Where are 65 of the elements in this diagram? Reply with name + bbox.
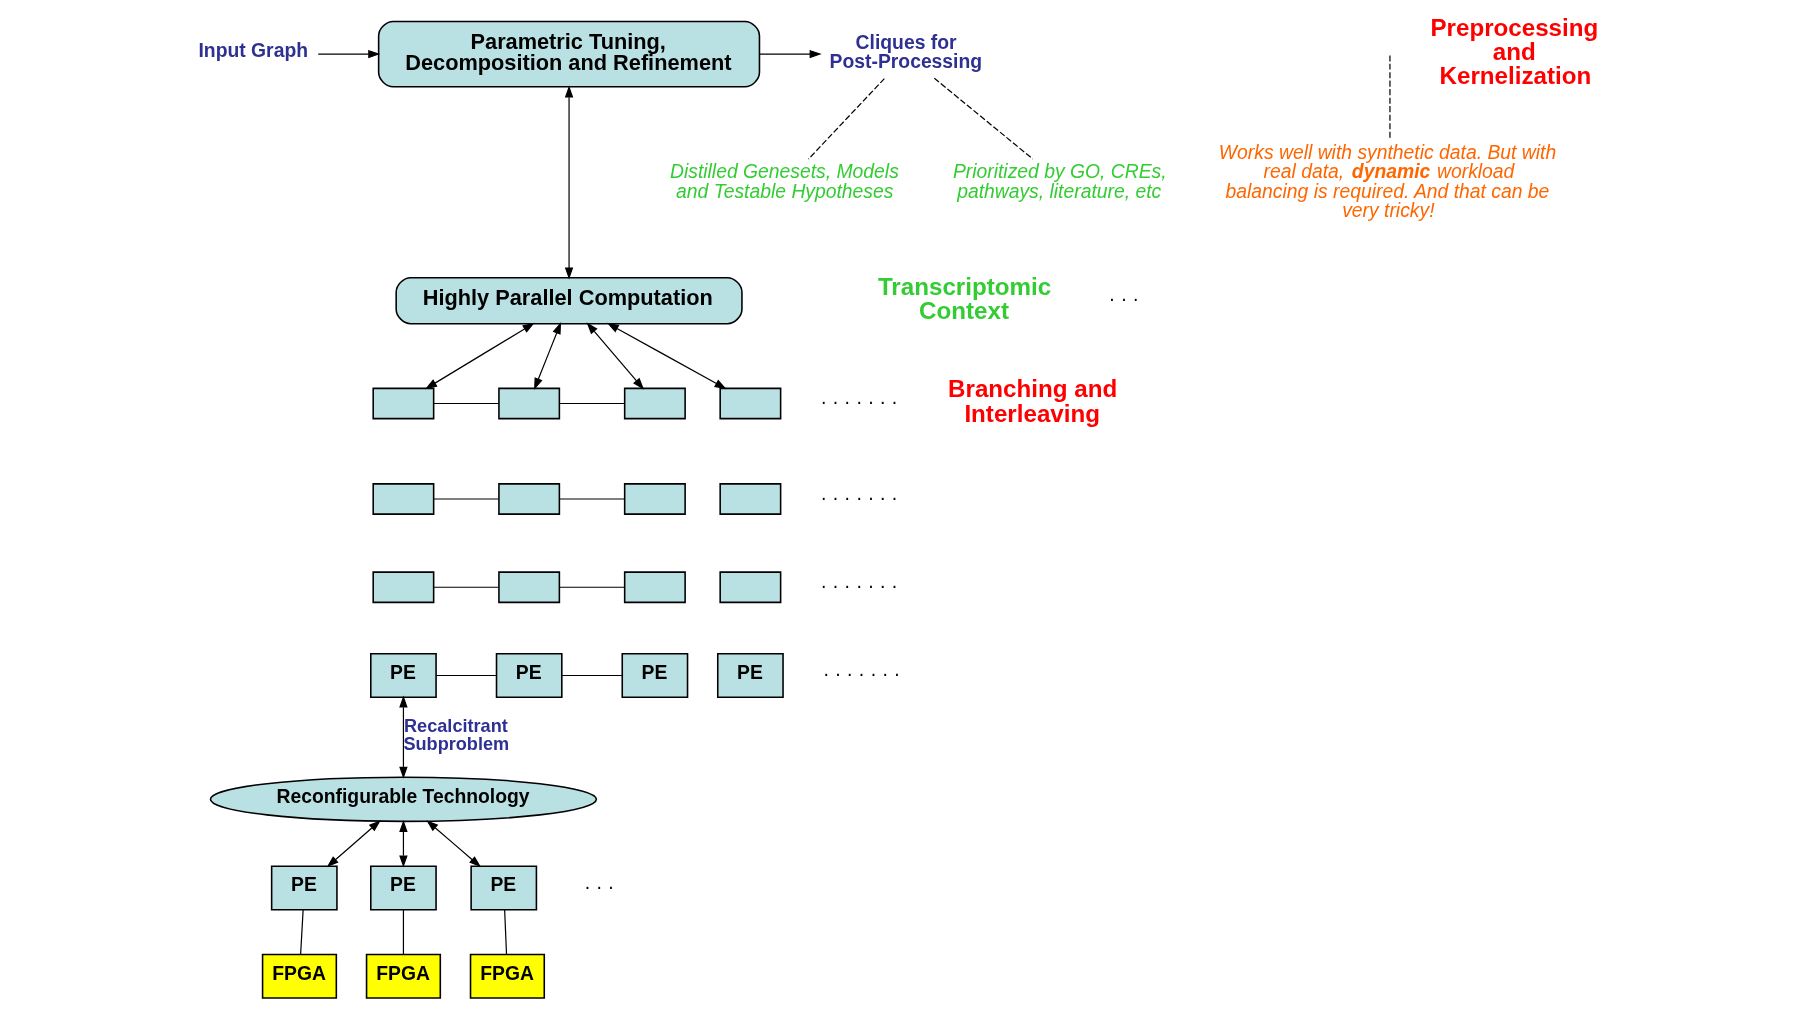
node-box: FPGA [365,953,441,999]
node-box [371,387,434,420]
arrow [425,820,481,868]
node-box: PE [716,652,784,699]
node-box: PE [270,865,338,911]
node-box: PE [469,865,537,911]
node-box [623,483,686,515]
connector [560,674,622,677]
arrow [586,322,644,390]
node-box: FPGA [469,953,545,999]
node-box [371,571,434,604]
connector [402,909,404,956]
node-box [371,483,434,515]
connector [558,402,625,405]
label: Preprocessing and Kernelization [1429,13,1598,90]
connector [503,909,507,956]
node-ellipse: Reconfigurable Technology [209,776,597,823]
connector [558,586,625,588]
node-box [623,387,686,420]
node-text: Works well with synthetic data. But with real data, dynamic workload balancing is required. And that can be very tricky! [1218,141,1556,222]
label: · · · [583,874,614,897]
node-box [497,387,560,420]
node-box: PE [620,652,688,699]
arrow [564,85,573,280]
label: · · · · · · · [820,485,898,508]
arrow [326,820,381,868]
node-box: FPGA [261,953,337,999]
label: Branching and Interleaving [947,375,1117,427]
connector [1388,54,1391,141]
node-text: Distilled Genesets, Models and Testable Hypotheses [669,160,899,202]
label: · · · · · · · [820,573,898,596]
label: · · · [1108,287,1139,310]
node-box [718,483,781,515]
connector [435,674,497,677]
arrow [398,820,408,868]
arrow [424,322,535,390]
node-text: Cliques for Post-Processing [829,31,982,73]
connector [432,402,499,405]
arrow [606,322,727,390]
node-box: PE [495,652,563,699]
node-box [497,571,560,604]
arrow [533,322,561,390]
node-box [718,387,781,420]
connector [807,77,885,160]
label: Transcriptomic Context [877,272,1051,324]
node-box: Parametric Tuning, Decomposition and Refinement [377,20,760,88]
edge-label: Recalcitrant Subproblem [402,716,509,755]
node-box [718,571,781,604]
connector [432,498,499,500]
arrow [758,49,822,59]
node-box [497,483,560,515]
arrow [317,49,380,59]
node-box: Highly Parallel Computation [394,276,743,325]
node-text: Prioritized by GO, CREs, pathways, literature, etc [952,160,1167,202]
arrow [398,695,408,779]
connector [432,586,499,588]
node-text: Input Graph [198,39,308,62]
label: · · · · · · · [822,662,900,685]
connector [558,498,625,500]
node-box [623,571,686,604]
label: · · · · · · · [820,390,898,413]
connector [933,77,1033,160]
node-box: PE [369,865,437,911]
connector [299,909,304,956]
node-box: PE [369,652,437,699]
